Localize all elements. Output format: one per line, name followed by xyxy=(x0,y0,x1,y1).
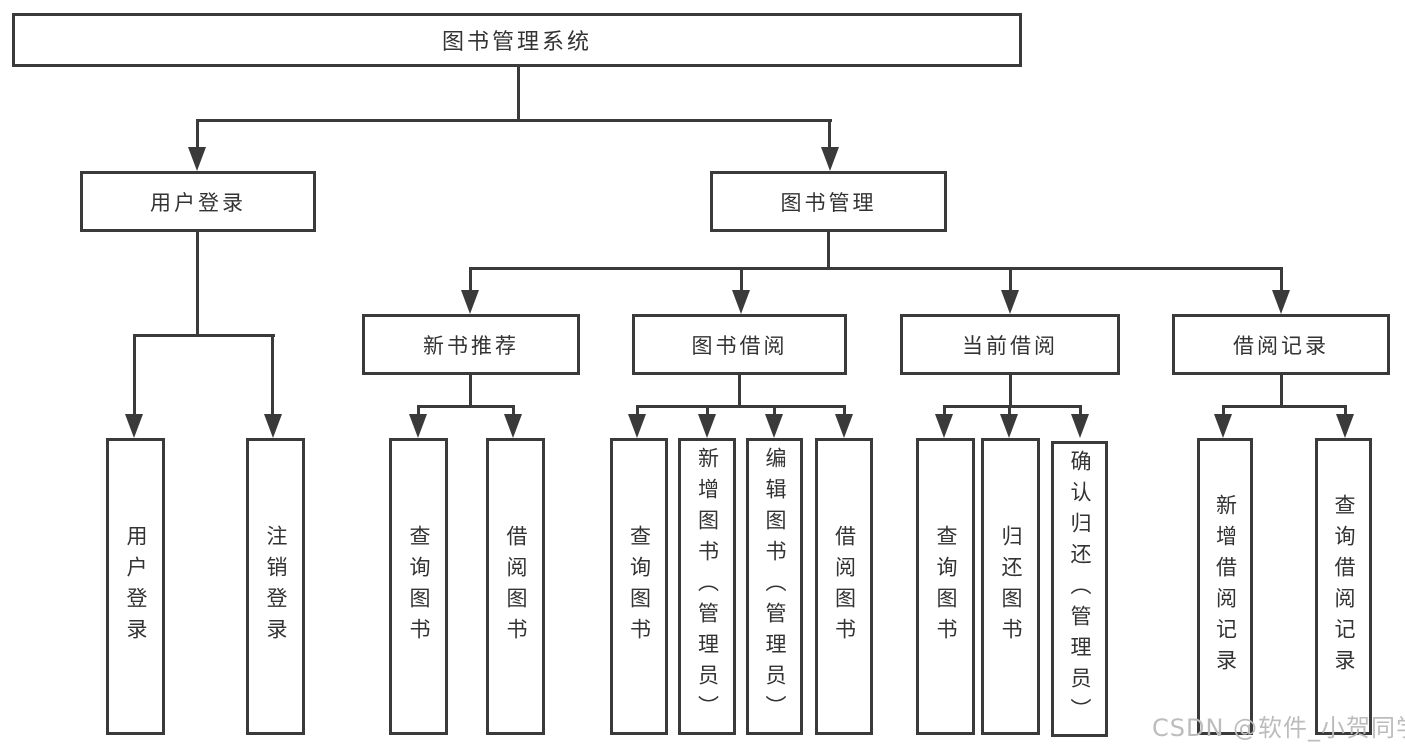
leaf-user-login: 用户登录 xyxy=(106,438,165,735)
node-user-login: 用户登录 xyxy=(80,171,316,232)
arrow-down-icon xyxy=(1336,414,1354,438)
arrow-down-icon xyxy=(1272,290,1290,314)
arrow-down-icon xyxy=(264,414,282,438)
edge-to-cb-confirm xyxy=(1079,405,1082,414)
leaf-bb-query-book: 查询图书 xyxy=(610,438,668,735)
arrow-down-icon xyxy=(821,147,839,171)
arrow-down-icon xyxy=(409,414,427,438)
edge-to-br-add xyxy=(1222,405,1225,414)
edge-to-bb-edit xyxy=(773,405,776,414)
edge-to-borrow-record xyxy=(1280,267,1283,290)
edge-br-branch xyxy=(1222,405,1347,408)
arrow-down-icon xyxy=(935,414,953,438)
edge-to-book-borrow xyxy=(740,267,743,290)
leaf-nbr-borrow-book: 借阅图书 xyxy=(486,438,545,735)
leaf-br-add-record: 新增借阅记录 xyxy=(1197,438,1253,735)
leaf-nbr-query-book: 查询图书 xyxy=(389,438,448,735)
edge-to-nbr-borrow xyxy=(512,405,515,414)
node-borrow-record: 借阅记录 xyxy=(1172,314,1390,375)
edge-to-cb-query xyxy=(943,405,946,414)
arrow-down-icon xyxy=(732,290,750,314)
edge-to-book-management xyxy=(828,119,831,149)
leaf-cb-confirm-return-admin: 确认归还（管理员） xyxy=(1051,441,1108,737)
leaf-cb-return-book: 归还图书 xyxy=(981,438,1040,735)
edge-bb-trunk xyxy=(738,375,741,407)
arrow-down-icon xyxy=(1214,414,1232,438)
edge-cb-trunk xyxy=(1009,375,1012,407)
edge-user-login-branch xyxy=(133,334,275,337)
edge-book-management-trunk xyxy=(827,232,830,269)
edge-book-management-branch xyxy=(469,267,1283,270)
leaf-bb-add-book-admin: 新增图书（管理员） xyxy=(678,438,736,735)
edge-user-login-trunk xyxy=(196,232,199,336)
edge-root-trunk xyxy=(517,67,520,120)
edge-cb-branch xyxy=(943,405,1082,408)
edge-to-bb-add xyxy=(706,405,709,414)
edge-to-current-borrow xyxy=(1009,267,1012,290)
csdn-watermark: CSDN @软件_小贺同学 xyxy=(1152,714,1405,742)
edge-to-leaf-logout xyxy=(271,334,274,414)
edge-to-bb-query xyxy=(636,405,639,414)
node-root: 图书管理系统 xyxy=(12,13,1022,67)
arrow-down-icon xyxy=(698,414,716,438)
arrow-down-icon xyxy=(628,414,646,438)
node-new-book-recommend: 新书推荐 xyxy=(362,314,580,375)
arrow-down-icon xyxy=(125,414,143,438)
arrow-down-icon xyxy=(835,414,853,438)
arrow-down-icon xyxy=(188,147,206,171)
arrow-down-icon xyxy=(504,414,522,438)
edge-to-nbr-query xyxy=(417,405,420,414)
edge-nbr-trunk xyxy=(469,375,472,407)
edge-to-leaf-user-login xyxy=(133,334,136,414)
edge-to-new-book-recommend xyxy=(469,267,472,290)
leaf-logout: 注销登录 xyxy=(246,438,305,735)
leaf-bb-borrow-book: 借阅图书 xyxy=(815,438,873,735)
node-book-management: 图书管理 xyxy=(710,171,947,232)
edge-to-user-login xyxy=(196,119,199,149)
arrow-down-icon xyxy=(461,290,479,314)
arrow-down-icon xyxy=(1071,414,1089,438)
leaf-cb-query-book: 查询图书 xyxy=(916,438,975,735)
leaf-bb-edit-book-admin: 编辑图书（管理员） xyxy=(746,438,803,735)
edge-to-bb-borrow xyxy=(843,405,846,414)
node-current-borrow: 当前借阅 xyxy=(900,314,1120,375)
arrow-down-icon xyxy=(765,414,783,438)
edge-nbr-branch xyxy=(417,405,515,408)
edge-br-trunk xyxy=(1280,375,1283,407)
edge-to-br-query xyxy=(1344,405,1347,414)
edge-to-cb-return xyxy=(1008,405,1011,414)
arrow-down-icon xyxy=(1000,414,1018,438)
node-book-borrow: 图书借阅 xyxy=(632,314,847,375)
edge-root-branch xyxy=(196,119,832,122)
edge-bb-branch xyxy=(636,405,846,408)
arrow-down-icon xyxy=(1001,290,1019,314)
leaf-br-query-record: 查询借阅记录 xyxy=(1315,438,1372,735)
